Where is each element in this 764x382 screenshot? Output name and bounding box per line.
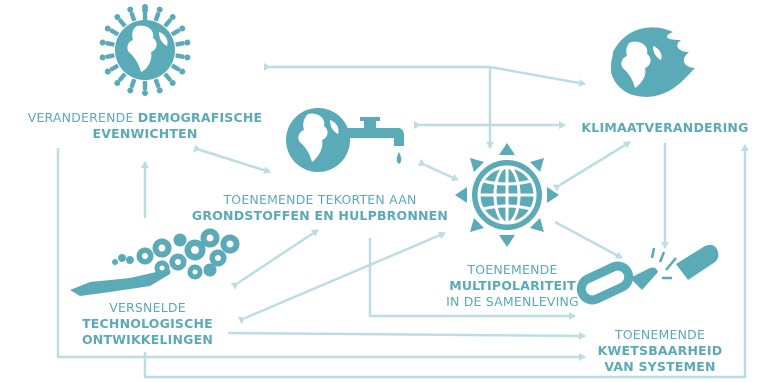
arrow-technologie-multipolariteit [237,231,446,325]
globe-with-faucet-icon [286,108,404,172]
label-multipolariteit: TOENEMENDE MULTIPOLARITEIT IN DE SAMENLE… [446,262,579,309]
label-grondstoffen: TOENEMENDE TEKORTEN AAN GRONDSTOFFEN EN … [191,192,449,223]
arrow-technologie-kwetsbaarheid [227,331,586,340]
arrow-demografie-grondstoffen [193,144,271,175]
arrow-demografie-klimaat [264,63,586,87]
arrow-multipolariteit-klimaat [552,140,631,192]
arrow-multipolariteit-kwetsbaarheid [554,220,623,260]
arrow-technologie-klimaat [143,144,749,379]
arrow-technologie-grondstoffen [230,228,319,290]
arrow-grondstoffen-kwetsbaarheid [368,238,576,320]
connector-arrows [56,63,749,379]
globe-with-people-icon [99,4,191,96]
arrow-grondstoffen-multipolariteit [417,158,459,182]
hand-with-gears-icon [70,228,240,296]
label-klimaat: KLIMAATVERANDERING [581,120,749,135]
label-kwetsbaarheid: TOENEMENDE KWETSBAARHEID VAN SYSTEMEN [597,327,723,374]
label-technologie: VERSNELDE TECHNOLOGISCHE ONTWIKKELINGEN [81,300,214,347]
label-demografie: VERANDERENDE DEMOGRAFISCHE EVENWICHTEN [27,110,263,141]
arrow-demografie-kwetsbaarheid [56,148,586,361]
globe-sun-icon [455,143,559,247]
broken-chain-icon [576,244,719,305]
globe-on-fire-icon [611,27,695,97]
